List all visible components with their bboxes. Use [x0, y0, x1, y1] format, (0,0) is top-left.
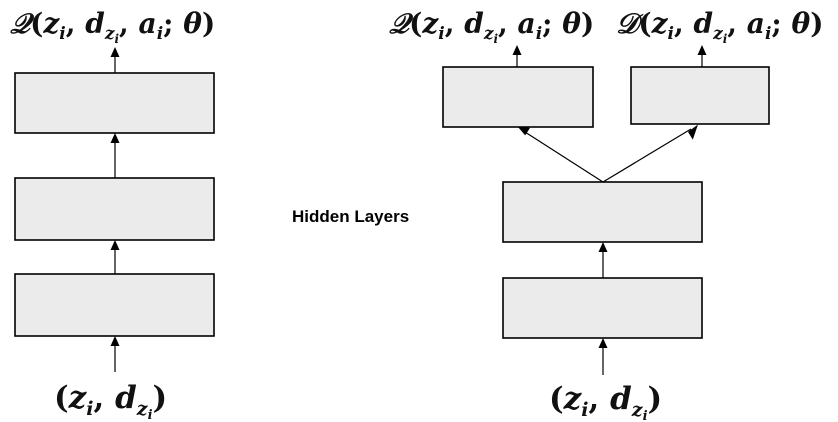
d-subscript: z	[104, 24, 115, 44]
left-input-arrow-head	[110, 336, 120, 346]
comma: ,	[727, 7, 747, 40]
z-subscript: i	[668, 24, 674, 44]
z-subscript: i	[86, 398, 93, 420]
semicolon: ;	[771, 7, 791, 40]
paren-close: )	[202, 7, 215, 40]
comma: ,	[589, 381, 611, 417]
z-subscript: i	[59, 24, 65, 44]
paren-close: )	[648, 381, 663, 417]
z-var: z	[421, 7, 439, 40]
right-hidden-layer-box-1	[502, 277, 703, 339]
z-subscript: i	[581, 399, 588, 421]
right-input-arrow-head	[598, 338, 608, 348]
left-output-arrow-head	[110, 47, 120, 57]
z-var: z	[68, 380, 88, 416]
d-var: d	[85, 7, 105, 40]
d-subsubscript: i	[493, 32, 498, 46]
a-var: a	[139, 7, 157, 40]
paren-open: (	[549, 381, 564, 417]
d-head-box	[630, 66, 770, 125]
right-hidden-layer-box-2	[502, 181, 703, 243]
branch-to-q-head	[518, 127, 531, 136]
z-subscript: i	[438, 24, 444, 44]
z-var: z	[563, 381, 583, 417]
right-network: 𝒬(zi, dzi, ai; θ) 𝒟(zi, dzi, ai; θ) (zi,…	[389, 7, 823, 422]
branch-to-q-line	[524, 131, 604, 183]
d-subsubscript: i	[114, 32, 119, 46]
comma: ,	[498, 7, 518, 40]
d-subscript: z	[631, 399, 644, 421]
paren-open: (	[409, 7, 422, 40]
d-var: d	[115, 380, 137, 416]
a-subscript: i	[536, 24, 542, 44]
right-hidden-arrow-head	[598, 242, 608, 252]
d-var: d	[464, 7, 484, 40]
right-d-output-arrow-head	[697, 45, 707, 55]
a-subscript: i	[765, 24, 771, 44]
semicolon: ;	[163, 7, 183, 40]
z-var: z	[42, 7, 60, 40]
right-d-output-label: 𝒟(zi, dzi, ai; θ)	[616, 7, 823, 46]
d-subsubscript: i	[723, 32, 728, 46]
left-hidden-arrow-head-2	[110, 240, 120, 250]
theta-var: θ	[183, 7, 202, 40]
d-subsubscript: i	[643, 409, 648, 422]
d-var: d	[693, 7, 713, 40]
d-subscript: z	[136, 398, 149, 420]
paren-close: )	[153, 380, 168, 416]
right-q-output-label: 𝒬(zi, dzi, ai; θ)	[389, 7, 594, 46]
a-var: a	[747, 7, 765, 40]
paren-open: (	[54, 380, 69, 416]
comma: ,	[66, 7, 86, 40]
a-var: a	[518, 7, 536, 40]
d-subsubscript: i	[148, 408, 153, 422]
left-output-layer-box	[14, 72, 215, 134]
z-var: z	[651, 7, 669, 40]
right-input-label: (zi, dzi)	[549, 381, 662, 422]
d-var: d	[610, 381, 632, 417]
left-hidden-layer-box-1	[14, 273, 215, 337]
comma: ,	[445, 7, 465, 40]
comma: ,	[119, 7, 139, 40]
left-network: 𝒬(zi, dzi, ai; θ) (zi, dzi)	[10, 7, 215, 422]
branch-to-d-head	[688, 124, 698, 140]
a-subscript: i	[157, 24, 163, 44]
right-q-output-arrow-head	[512, 45, 522, 55]
comma: ,	[674, 7, 694, 40]
paren-open: (	[638, 7, 651, 40]
left-hidden-layer-box-2	[14, 177, 215, 241]
semicolon: ;	[542, 7, 562, 40]
theta-var: θ	[792, 7, 811, 40]
paren-close: )	[581, 7, 594, 40]
branch-to-d-line	[602, 128, 692, 183]
comma: ,	[94, 380, 116, 416]
left-output-label: 𝒬(zi, dzi, ai; θ)	[10, 7, 215, 46]
d-subscript: z	[483, 24, 494, 44]
paren-open: (	[30, 7, 43, 40]
d-subscript: z	[712, 24, 723, 44]
hidden-layers-label: Hidden Layers	[292, 207, 409, 226]
theta-var: θ	[562, 7, 581, 40]
left-input-label: (zi, dzi)	[54, 380, 167, 422]
paren-close: )	[810, 7, 823, 40]
q-head-box	[442, 66, 594, 128]
left-hidden-arrow-head-1	[110, 133, 120, 143]
